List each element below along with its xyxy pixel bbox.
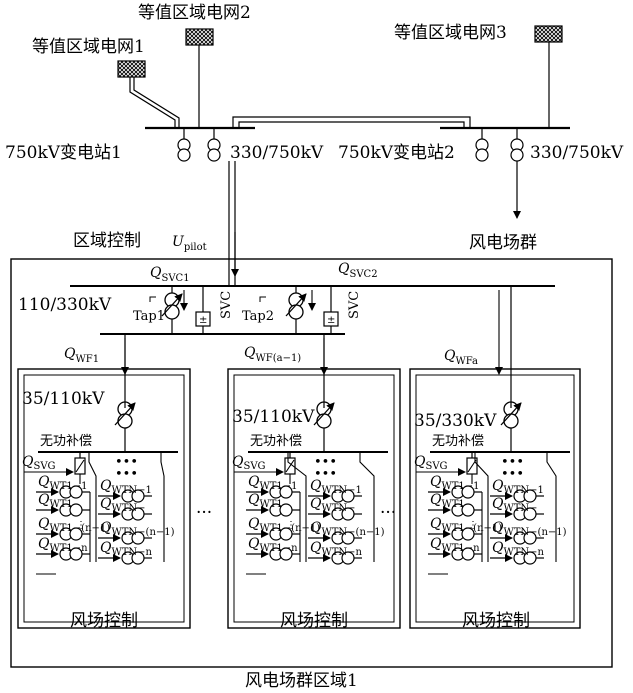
- column-dots: ⋮: [76, 520, 86, 531]
- compensation-label: 无功补偿: [40, 434, 92, 449]
- column-dots: ⋮: [286, 520, 296, 531]
- region-box: [10, 258, 613, 668]
- q-wt1-label: QWT1−1: [38, 474, 88, 492]
- q-wtn-label: QWTN−n: [100, 540, 153, 558]
- main-station-rating: 110/330kV: [18, 295, 112, 315]
- grid2-hatch-icon: [185, 28, 214, 46]
- q-wtn-label: QWTN−: [310, 496, 356, 514]
- station2-label: 750kV变电站2: [338, 143, 455, 163]
- q-wfa1-label: QWF(a−1): [244, 345, 301, 364]
- bus-dots: •••: [314, 467, 337, 482]
- q-wt1-label: QWT1: [38, 492, 73, 510]
- region-label: 风电场群区域1: [245, 671, 358, 691]
- q-svc2-label: QSVC2: [338, 261, 378, 280]
- bus-dots: •••: [501, 467, 524, 482]
- main-station: QSVC1 QSVC2 Tap1 ± SVC Tap2 ± SVC 110/33…: [18, 261, 555, 400]
- station1-rating: 330/750kV: [230, 143, 324, 163]
- farm-rating: 35/110kV: [232, 407, 315, 427]
- bus-dots: •••: [314, 455, 337, 470]
- regional-control-label: 区域控制: [73, 231, 141, 251]
- bus-dots: •••: [501, 455, 524, 470]
- svc1-label: SVC: [219, 291, 234, 319]
- q-wtn-label: QWTN−(n−1): [100, 520, 175, 538]
- q-wt1-label: QWT1: [430, 492, 465, 510]
- svc2-label: SVC: [347, 291, 362, 319]
- compensation-label: 无功补偿: [250, 434, 302, 449]
- u-pilot-label: Upilot: [172, 234, 207, 253]
- wind-cluster-label: 风电场群: [469, 233, 537, 253]
- q-wtn-label: QWTN−n: [310, 540, 363, 558]
- q-wt1-label: QWT1−n: [430, 536, 480, 554]
- wind-farm-inner-box: [415, 374, 575, 623]
- q-wtn-label: QWTN−1: [310, 478, 362, 496]
- farm-rating: 35/330kV: [414, 411, 497, 431]
- svg-device-icon: [74, 457, 86, 475]
- wind-farm-box: [409, 368, 581, 629]
- wind-farm-inner-box: [233, 374, 395, 623]
- q-svc1-label: QSVC1: [150, 265, 190, 284]
- wind-farm-inner-box: [23, 374, 185, 623]
- grid-area: 等值区域电网1 等值区域电网2 等值区域电网3 750kV变电站1 330/75…: [5, 3, 624, 285]
- q-wt1-label: QWT1−n: [248, 536, 298, 554]
- grid2-label: 等值区域电网2: [138, 3, 251, 23]
- q-wtn-label: QWTN−1: [492, 478, 544, 496]
- q-wtn-label: QWTN−: [100, 496, 146, 514]
- q-wt1-label: QWT1−(n−1): [248, 516, 320, 534]
- q-wfa-label: QWFa: [444, 348, 478, 367]
- q-wt1-label: QWT1−1: [430, 474, 480, 492]
- farm-control-label: 风场控制: [462, 611, 530, 631]
- q-wtn-label: QWTN−(n−1): [310, 520, 385, 538]
- bus-dots: •••: [115, 467, 138, 482]
- q-wtn-label: QWTN−n: [492, 540, 545, 558]
- q-wtn-label: QWTN−1: [100, 478, 152, 496]
- q-wt1-label: QWT1−(n−1): [38, 516, 110, 534]
- wind-farm-box: [227, 368, 401, 629]
- q-wtn-label: QWTN−(n−1): [492, 520, 567, 538]
- farm-control-label: 风场控制: [70, 611, 138, 631]
- wind-farm-1: 35/110kV 无功补偿 •••••• QSVG QWT1−1QWT1QWT1−(n−…: [17, 368, 191, 631]
- wind-farm-2: 35/110kV 无功补偿 •••••• QSVG QWT1−1QWT1QWT1−(n−…: [227, 368, 401, 631]
- q-svg-label: QSVG: [232, 454, 266, 472]
- q-svg-label: QSVG: [22, 454, 56, 472]
- q-svg-label: QSVG: [414, 454, 448, 472]
- q-wt1-label: QWT1−(n−1): [430, 516, 502, 534]
- q-wf1-label: QWF1: [64, 346, 99, 365]
- q-wt1-label: QWT1: [248, 492, 283, 510]
- station1-label: 750kV变电站1: [5, 143, 122, 163]
- tap1-label: Tap1: [133, 309, 165, 324]
- grid3-label: 等值区域电网3: [394, 23, 507, 43]
- svg-text:···: ···: [196, 503, 212, 523]
- bus-dots: •••: [115, 455, 138, 470]
- compensation-label: 无功补偿: [432, 434, 484, 449]
- wind-farm-3: 35/330kV 无功补偿 •••••• QSVG QWT1−1QWT1QWT1−(n−…: [409, 368, 581, 631]
- station2-rating: 330/750kV: [530, 143, 624, 163]
- farm-control-label: 风场控制: [280, 611, 348, 631]
- q-wtn-label: QWTN−: [492, 496, 538, 514]
- grid3-hatch-icon: [534, 25, 563, 43]
- q-wt1-label: QWT1−1: [248, 474, 298, 492]
- tap2-label: Tap2: [242, 309, 274, 324]
- grid1-hatch-icon: [117, 60, 146, 78]
- q-wt1-label: QWT1−n: [38, 536, 88, 554]
- svg-text:±: ±: [199, 315, 207, 326]
- tap2-transformer-icon: [286, 293, 306, 319]
- svg-text:···: ···: [380, 503, 396, 523]
- farm-rating: 35/110kV: [22, 389, 105, 409]
- wind-farm-box: [17, 368, 191, 629]
- svg-text:±: ±: [327, 315, 335, 326]
- column-dots: ⋮: [468, 520, 478, 531]
- grid1-label: 等值区域电网1: [32, 37, 145, 57]
